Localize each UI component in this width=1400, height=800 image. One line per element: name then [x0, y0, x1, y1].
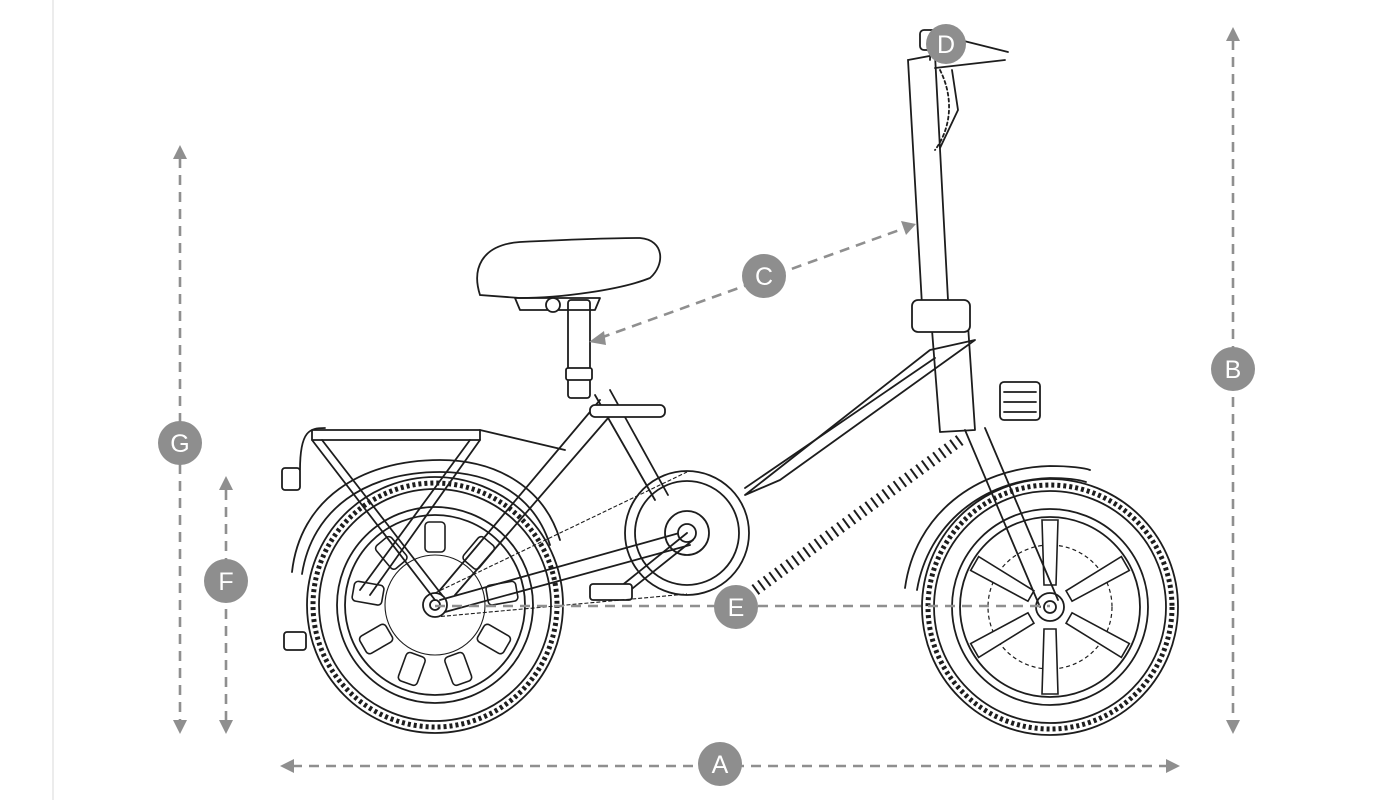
rear-fender	[291, 459, 561, 573]
left-margin-rule	[52, 0, 54, 800]
badge-a: A	[698, 742, 742, 786]
badge-e-label: E	[728, 594, 745, 622]
badge-a-label: A	[712, 751, 729, 779]
front-fork	[964, 381, 1059, 608]
dimension-g	[173, 145, 187, 734]
bike-drawing	[281, 29, 1179, 736]
badge-g: G	[158, 421, 202, 465]
front-wheel-spokes	[969, 519, 1131, 695]
dimension-f	[219, 476, 233, 734]
dimension-a	[280, 759, 1180, 773]
seat-assembly	[476, 237, 662, 399]
rear-rack	[281, 427, 566, 651]
badge-f: F	[204, 559, 248, 603]
badge-d-label: D	[937, 31, 955, 59]
front-fender	[904, 465, 1091, 589]
handlebar-stem	[907, 29, 1009, 333]
frame	[439, 324, 976, 613]
dimension-badges: A B C D E F G	[158, 24, 1255, 786]
badge-e: E	[714, 585, 758, 629]
coiled-cable	[751, 435, 964, 595]
badge-b: B	[1211, 347, 1255, 391]
badge-c-label: C	[755, 263, 773, 291]
chainring	[589, 470, 750, 601]
saddle	[476, 237, 662, 299]
badge-b-label: B	[1225, 356, 1242, 384]
badge-d: D	[926, 24, 966, 64]
badge-f-label: F	[218, 568, 233, 596]
badge-g-label: G	[170, 430, 189, 458]
badge-c: C	[742, 254, 786, 298]
